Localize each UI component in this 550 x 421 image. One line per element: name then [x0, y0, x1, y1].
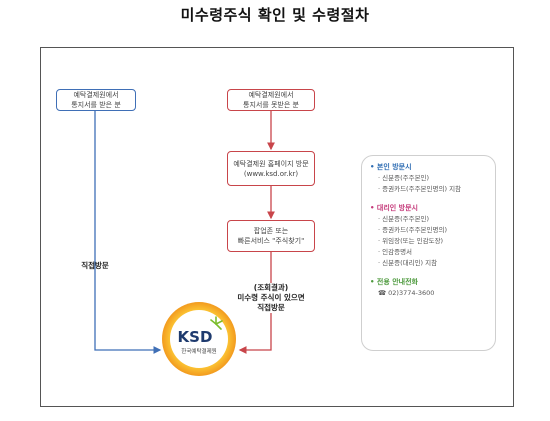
notice-not-received-box: 예탁결제원에서 통지서를 못받은 분 [227, 89, 315, 111]
direct-visit-label: 직접방문 [81, 261, 109, 270]
info-item: ☎ 02)3774-3600 [378, 289, 435, 297]
info-item: · 인감증명서 [378, 248, 413, 256]
bullet-icon: • [370, 204, 377, 212]
info-item: · 증권카드(주주본인명의) 지참 [378, 185, 462, 193]
ksd-logo-text: KSD [177, 328, 213, 346]
ksd-logo-mark [162, 302, 236, 376]
stock-search-box: 팝업존 또는 빠른서비스 "주식찾기" [227, 220, 315, 252]
visit-info-panel: • 본인 방문시 · 신분증(주주본인) · 증권카드(주주본인명의) 지참 • 대리… [361, 155, 496, 351]
info-item: · 신분증(주주본인) [378, 215, 430, 223]
section-gap [370, 195, 487, 203]
info-item: · 신분증(주주본인) [378, 174, 430, 182]
blue-flow-line [94, 111, 162, 354]
ksd-logo-subtext: 한국예탁결제원 [181, 349, 217, 355]
homepage-visit-box: 예탁결제원 홈페이지 방문 (www.ksd.or.kr) [227, 151, 315, 186]
info-section-heading: • 본인 방문시 [370, 163, 412, 171]
page-title: 미수령주식 확인 및 수령절차 [180, 6, 370, 24]
result-visit-label: (조회결과) 미수령 주식이 있으면 직접방문 [218, 283, 324, 313]
ksd-logo: KSD 한국예탁결제원 [160, 300, 238, 378]
notice-received-box: 예탁결제원에서 통지서를 받은 분 [56, 89, 136, 111]
info-section-heading: • 전용 안내전화 [370, 278, 418, 286]
info-item: · 위임장(또는 인감도장) [378, 237, 444, 245]
visit-info-content: • 본인 방문시 · 신분증(주주본인) · 증권카드(주주본인명의) 지참 • 대리… [370, 162, 487, 299]
info-item: · 신분증(대리인) 지참 [378, 259, 438, 267]
info-item: · 증권카드(주주본인명의) [378, 226, 448, 234]
section-gap [370, 269, 487, 277]
info-section-heading: • 대리인 방문시 [370, 204, 418, 212]
bullet-icon: • [370, 163, 377, 171]
sparkle-icon [210, 316, 223, 330]
bullet-icon: • [370, 278, 377, 286]
